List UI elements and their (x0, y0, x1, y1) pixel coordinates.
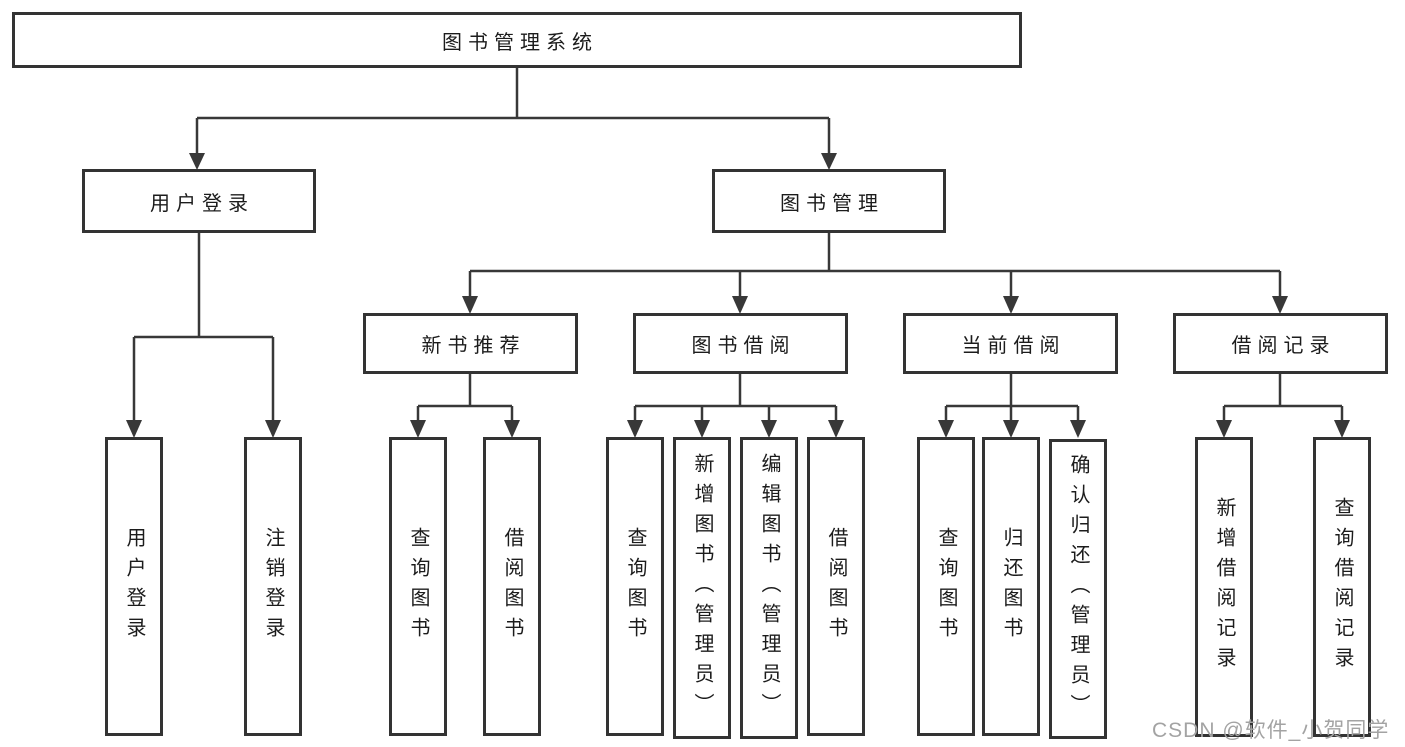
arrowhead-icon (126, 420, 142, 438)
node-borrow-records: 借阅记录 (1173, 313, 1388, 374)
arrowhead-icon (1003, 296, 1019, 314)
node-library-system: 图书管理系统 (12, 12, 1022, 68)
arrowhead-icon (732, 296, 748, 314)
arrowhead-icon (761, 420, 777, 438)
leaf-query-books-borrow: 查询图书 (606, 437, 664, 736)
arrowhead-icon (462, 296, 478, 314)
leaf-add-books-admin: 新增图书（管理员） (673, 437, 731, 739)
arrowhead-icon (1070, 420, 1086, 438)
leaf-confirm-return-admin: 确认归还（管理员） (1049, 439, 1107, 739)
arrowhead-icon (828, 420, 844, 438)
leaf-query-books-recommend: 查询图书 (389, 437, 447, 736)
arrowhead-icon (821, 153, 837, 170)
arrowhead-icon (1272, 296, 1288, 314)
watermark: CSDN @软件_小贺同学 (1152, 719, 1390, 742)
arrowhead-icon (694, 420, 710, 438)
arrowhead-icon (1003, 420, 1019, 438)
leaf-add-borrow-record: 新增借阅记录 (1195, 437, 1253, 737)
node-new-book-recommend: 新书推荐 (363, 313, 578, 374)
leaf-user-login: 用户登录 (105, 437, 163, 736)
arrowhead-icon (938, 420, 954, 438)
leaf-query-books-current: 查询图书 (917, 437, 975, 736)
arrowhead-icon (189, 153, 205, 170)
node-book-management: 图书管理 (712, 169, 946, 233)
leaf-query-borrow-record: 查询借阅记录 (1313, 437, 1371, 737)
arrowhead-icon (627, 420, 643, 438)
arrowhead-icon (504, 420, 520, 438)
leaf-edit-books-admin: 编辑图书（管理员） (740, 437, 798, 739)
node-user-login: 用户登录 (82, 169, 316, 233)
arrowhead-icon (265, 420, 281, 438)
arrowhead-icon (1334, 420, 1350, 438)
leaf-borrow-books-recommend: 借阅图书 (483, 437, 541, 736)
node-current-borrow: 当前借阅 (903, 313, 1118, 374)
leaf-return-books: 归还图书 (982, 437, 1040, 736)
leaf-logout: 注销登录 (244, 437, 302, 736)
arrowhead-icon (410, 420, 426, 438)
arrowhead-icon (1216, 420, 1232, 438)
leaf-borrow-books: 借阅图书 (807, 437, 865, 736)
node-book-borrow: 图书借阅 (633, 313, 848, 374)
